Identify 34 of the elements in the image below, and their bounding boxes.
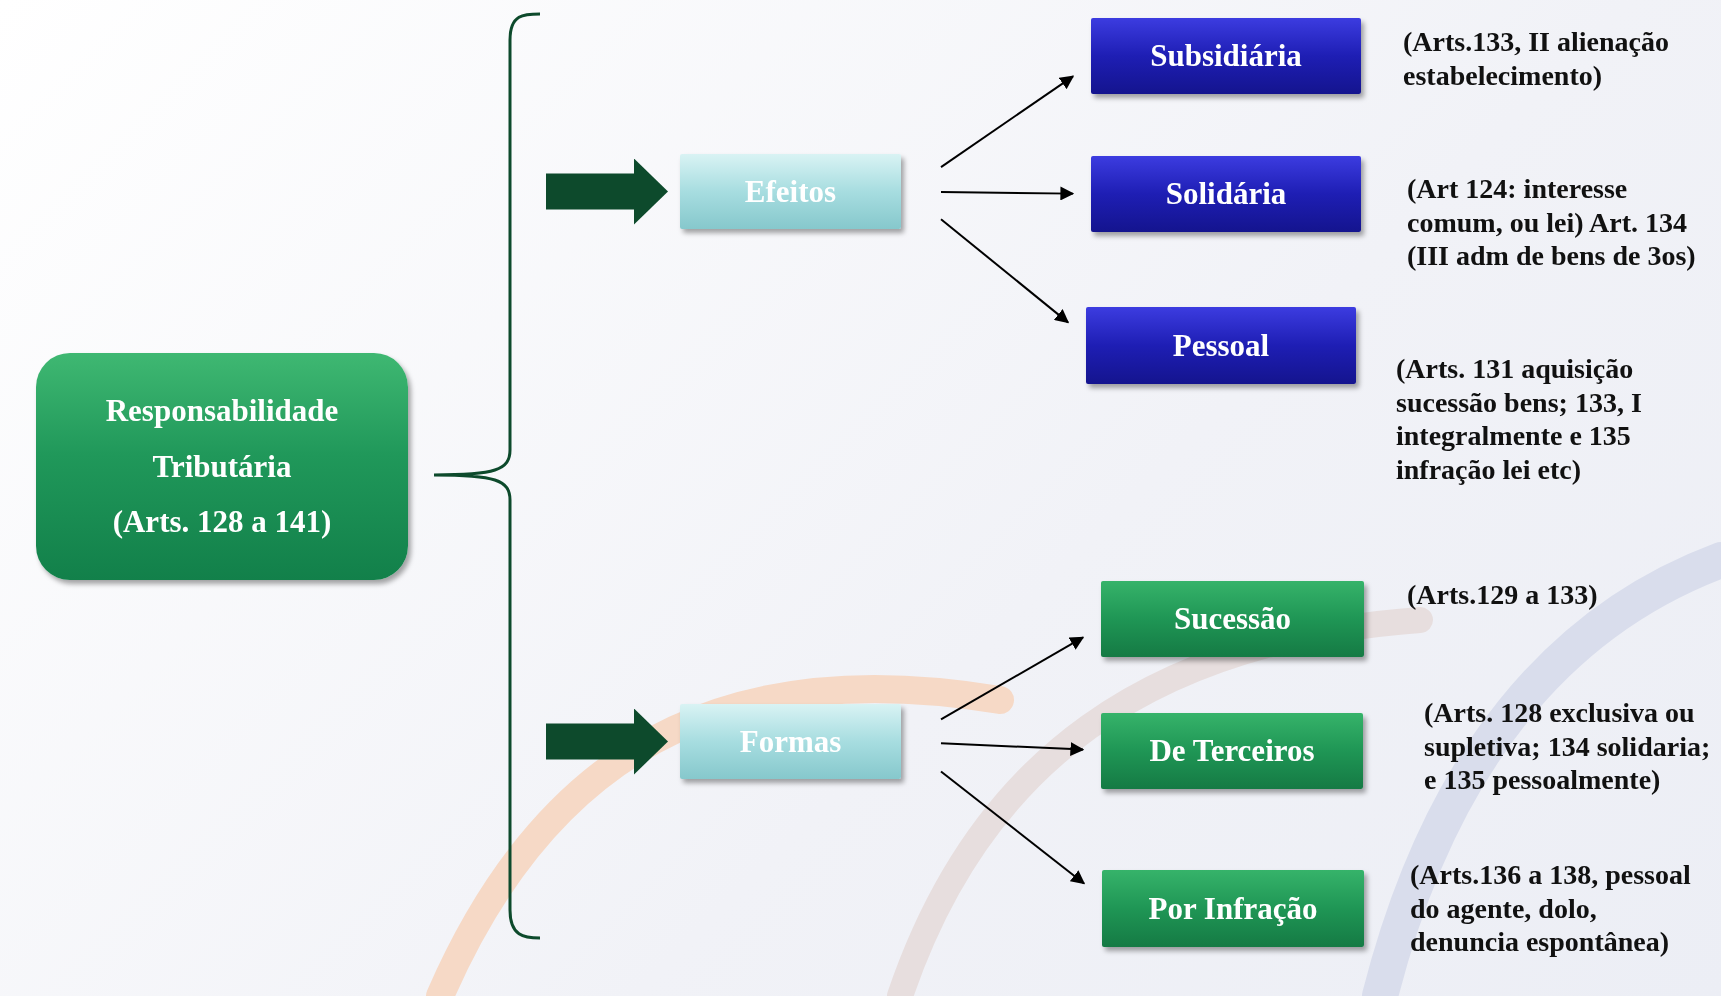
category-box xyxy=(680,704,901,779)
form-box xyxy=(1102,870,1364,947)
arrow xyxy=(940,218,1070,324)
curly-brace xyxy=(434,12,542,940)
arrow xyxy=(940,742,1085,756)
block-arrow xyxy=(546,708,668,775)
node-title: Por Infração xyxy=(1148,889,1318,928)
form-box xyxy=(1101,713,1363,789)
arrow xyxy=(940,770,1086,885)
type-box xyxy=(1091,156,1361,232)
article-note: (Arts.136 a 138, pessoal do agente, dolo, denuncia espontânea) xyxy=(1410,858,1692,959)
node-title: Subsidiária xyxy=(1150,37,1302,75)
node-title: Formas xyxy=(739,722,842,761)
topic-box xyxy=(36,353,408,580)
node-title: Efeitos xyxy=(744,172,837,211)
form-box xyxy=(1101,581,1364,657)
arrow xyxy=(940,186,1075,201)
node-title: Sucessão xyxy=(1173,600,1292,638)
node-title: Responsabilidade Tributária xyxy=(104,391,340,486)
article-note: (Arts. 128 exclusiva ou supletiva; 134 solidaria; e 135 pessoalmente) xyxy=(1424,696,1712,797)
node-title: Pessoal xyxy=(1172,326,1270,365)
node-subtitle: (Arts. 128 a 141) xyxy=(112,503,332,542)
article-note: (Arts.133, II alienação estabelecimento) xyxy=(1403,25,1670,93)
arrow xyxy=(940,636,1085,721)
type-box xyxy=(1091,18,1361,94)
category-box xyxy=(680,154,901,229)
node-title: Solidária xyxy=(1165,175,1287,213)
block-arrow xyxy=(546,158,668,225)
article-note: (Arts. 131 aquisição sucessão bens; 133, I integralmente e 135 infração lei etc) xyxy=(1396,352,1643,487)
node-title: De Terceiros xyxy=(1149,732,1315,770)
arrow xyxy=(940,75,1075,169)
type-box xyxy=(1086,307,1356,384)
article-note: (Arts.129 a 133) xyxy=(1407,578,1599,612)
article-note: (Art 124: interesse comum, ou lei) Art. 134 (III adm de bens de 3os) xyxy=(1407,172,1697,273)
